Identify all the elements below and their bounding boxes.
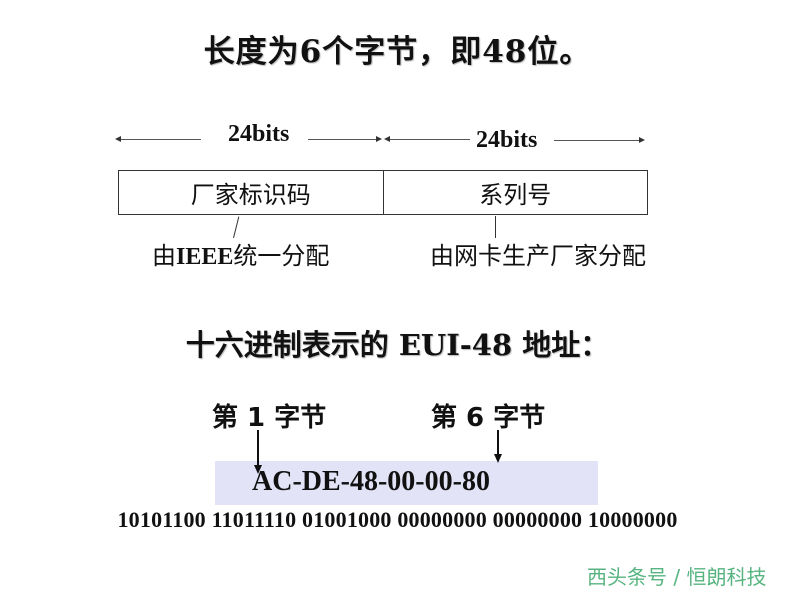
- note-oui-suffix: 统一分配: [233, 242, 330, 270]
- note-oui: 由IEEE统一分配: [152, 236, 329, 271]
- arrow-right-icon: [639, 137, 645, 143]
- span-line: [554, 140, 640, 141]
- arrow-left-icon: [115, 136, 121, 142]
- note-oui-org: IEEE: [176, 244, 234, 270]
- arrow-down-icon: [254, 465, 262, 474]
- hex-section-title: 十六进制表示的 EUI-48 地址：: [185, 328, 610, 362]
- address-field-box: 厂家标识码 系列号: [118, 170, 648, 215]
- span-line: [390, 139, 470, 140]
- note-serial: 由网卡生产厂家分配: [430, 242, 646, 270]
- span-line: [121, 139, 201, 140]
- hex-address-box: [215, 461, 598, 505]
- arrow-left-icon: [384, 136, 390, 142]
- field-oui: 厂家标识码: [190, 181, 311, 209]
- bits-label-serial: 24bits: [476, 127, 538, 153]
- note-oui-prefix: 由: [152, 242, 176, 270]
- arrow-down-icon: [494, 454, 502, 463]
- first-byte-label: 第 1 字节: [212, 403, 327, 433]
- page-title: 长度为6个字节，即48位。: [203, 34, 592, 70]
- arrow-line-first-byte: [257, 430, 259, 466]
- pointer-line-oui: [233, 216, 240, 239]
- binary-representation: 10101100 11011110 01001000 00000000 0000…: [117, 507, 678, 532]
- arrow-line-last-byte: [497, 430, 499, 455]
- field-serial: 系列号: [382, 171, 648, 214]
- span-arrow-left-segment: [115, 136, 383, 146]
- span-arrow-right-segment: [384, 136, 646, 146]
- hex-address: AC-DE-48-00-00-80: [252, 466, 490, 497]
- span-line: [308, 139, 376, 140]
- watermark: 西头条号 / 恒朗科技: [587, 565, 767, 589]
- bits-label-oui: 24bits: [228, 121, 290, 147]
- arrow-right-icon: [376, 136, 382, 142]
- last-byte-label: 第 6 字节: [431, 403, 546, 433]
- pointer-line-serial: [495, 216, 496, 238]
